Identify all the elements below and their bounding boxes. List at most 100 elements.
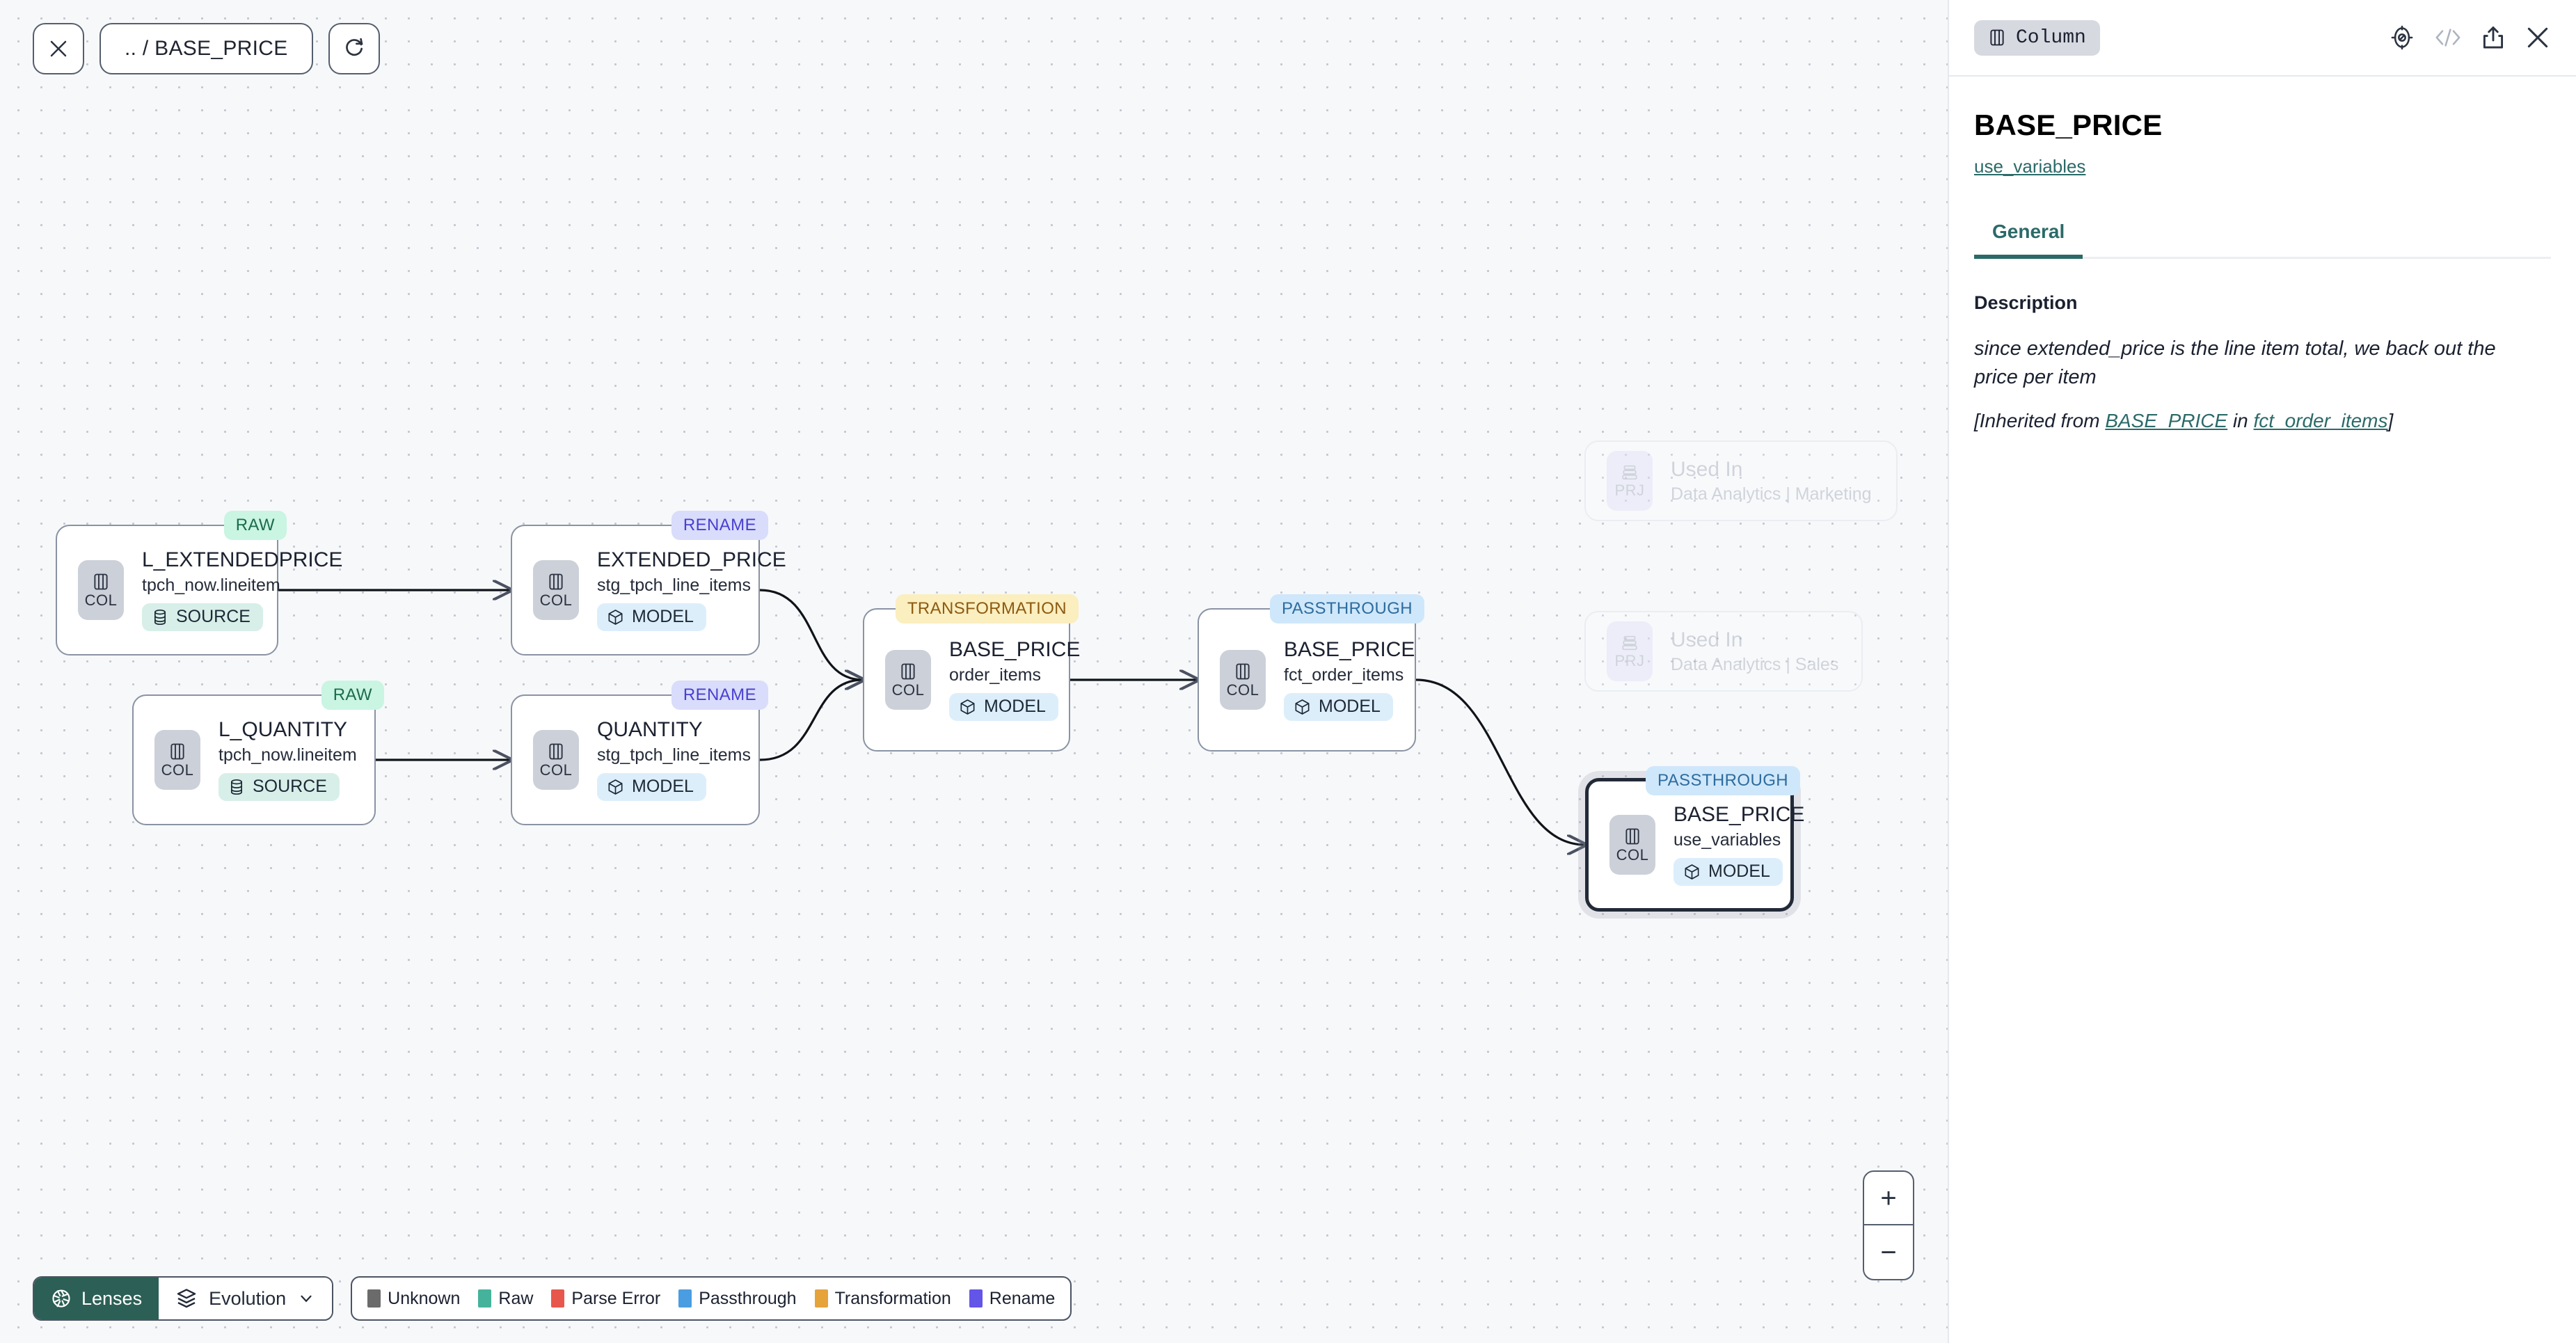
node-subtitle: tpch_now.lineitem (142, 575, 280, 595)
evolution-label: Evolution (209, 1287, 287, 1309)
evolution-button[interactable]: Evolution (159, 1278, 333, 1319)
inherited-column-link[interactable]: BASE_PRICE (2105, 410, 2228, 432)
canvas-bottom-bar: Lenses Evolution Unknown Raw Parse Error Pa… (33, 1276, 1072, 1321)
inherited-suffix: ] (2387, 410, 2394, 432)
node-subtitle: Data Analytics | Sales (1671, 655, 1839, 675)
breadcrumb[interactable]: .. / BASE_PRICE (100, 23, 313, 74)
node-status-pill: RENAME (671, 681, 768, 710)
graph-node-used-in-sales[interactable]: PRJ Used In Data Analytics | Sales (1584, 611, 1863, 692)
node-type-chip: COL (78, 560, 124, 620)
database-icon (154, 609, 166, 625)
entity-kind-label: Column (2016, 26, 2086, 49)
node-type-label: COL (1616, 846, 1649, 864)
legend-label: Parse Error (571, 1288, 661, 1308)
node-status-pill: TRANSFORMATION (895, 594, 1079, 623)
close-graph-button[interactable] (33, 23, 84, 74)
code-icon[interactable] (2434, 26, 2462, 49)
node-type-chip: COL (1609, 815, 1655, 875)
legend-item: Passthrough (678, 1288, 797, 1309)
legend-swatch (478, 1289, 492, 1308)
node-subtitle: fct_order_items (1284, 665, 1404, 685)
legend-swatch (551, 1289, 565, 1308)
node-type-chip: PRJ (1607, 451, 1653, 511)
node-subtitle: tpch_now.lineitem (218, 745, 357, 765)
details-panel-body: BASE_PRICE use_variables General Descrip… (1949, 109, 2576, 432)
node-subtitle: Data Analytics | Marketing (1671, 484, 1872, 504)
legend-label: Unknown (388, 1288, 461, 1308)
status-legend: Unknown Raw Parse Error Passthrough Transfor… (351, 1276, 1072, 1321)
node-type-chip: COL (1220, 650, 1266, 710)
cube-icon (608, 779, 623, 795)
cube-icon (608, 610, 623, 625)
share-icon[interactable] (2481, 25, 2505, 50)
legend-label: Raw (498, 1288, 534, 1308)
compass-icon[interactable] (2390, 25, 2415, 50)
node-title: BASE_PRICE (1284, 638, 1415, 662)
details-panel: Column (1948, 0, 2576, 1343)
node-title: BASE_PRICE (949, 638, 1081, 662)
column-icon (549, 743, 563, 760)
node-kind-label: MODEL (984, 697, 1046, 717)
node-type-chip: PRJ (1607, 621, 1653, 681)
node-kind-badge: MODEL (949, 692, 1058, 721)
legend-item: Transformation (814, 1289, 951, 1309)
page-title: BASE_PRICE (1974, 109, 2163, 141)
project-icon (1622, 635, 1637, 651)
node-subtitle: stg_tpch_line_items (597, 745, 751, 765)
lenses-group: Lenses Evolution (33, 1276, 334, 1321)
node-title: BASE_PRICE (1673, 803, 1805, 827)
legend-swatch (678, 1289, 692, 1308)
close-panel-icon[interactable] (2525, 24, 2551, 51)
node-kind-badge: SOURCE (218, 772, 340, 801)
node-type-chip: COL (885, 650, 931, 710)
node-title: L_QUANTITY (218, 718, 348, 742)
project-icon (1622, 465, 1637, 480)
zoom-in-button[interactable]: + (1864, 1172, 1913, 1225)
node-kind-label: MODEL (1319, 697, 1381, 717)
node-kind-label: SOURCE (176, 607, 251, 627)
column-icon (549, 573, 563, 590)
node-type-label: COL (539, 761, 573, 779)
details-tabs: General (1974, 221, 2551, 259)
zoom-out-button[interactable]: − (1880, 1237, 1897, 1268)
layers-icon (177, 1289, 196, 1308)
legend-item: Parse Error (551, 1289, 660, 1309)
tab-general[interactable]: General (1974, 221, 2083, 259)
legend-item: Raw (478, 1289, 533, 1309)
zoom-controls: + − (1863, 1170, 1914, 1280)
legend-item: Rename (969, 1289, 1055, 1309)
node-type-label: COL (161, 761, 194, 779)
node-kind-label: MODEL (632, 777, 694, 797)
node-type-label: COL (891, 681, 925, 699)
node-status-pill: PASSTHROUGH (1270, 594, 1424, 623)
edge-qty-to-baseprice (759, 680, 863, 761)
parent-model-link[interactable]: use_variables (1974, 156, 2086, 177)
aperture-icon (52, 1289, 70, 1308)
description-label: Description (1974, 292, 2078, 313)
inherited-model-link[interactable]: fct_order_items (2253, 410, 2388, 432)
node-kind-badge: MODEL (597, 772, 706, 801)
node-kind-badge: MODEL (1284, 692, 1393, 721)
node-subtitle: order_items (949, 665, 1041, 685)
refresh-button[interactable] (328, 23, 380, 74)
legend-swatch (814, 1289, 828, 1308)
legend-label: Passthrough (699, 1288, 797, 1308)
node-kind-badge: MODEL (597, 603, 706, 631)
refresh-icon (345, 38, 363, 56)
node-kind-label: MODEL (1708, 861, 1770, 882)
column-icon (901, 663, 915, 680)
node-title: EXTENDED_PRICE (597, 548, 786, 572)
cube-icon (1295, 699, 1310, 715)
node-title: Used In (1671, 628, 1743, 651)
lenses-button[interactable]: Lenses (34, 1278, 159, 1319)
